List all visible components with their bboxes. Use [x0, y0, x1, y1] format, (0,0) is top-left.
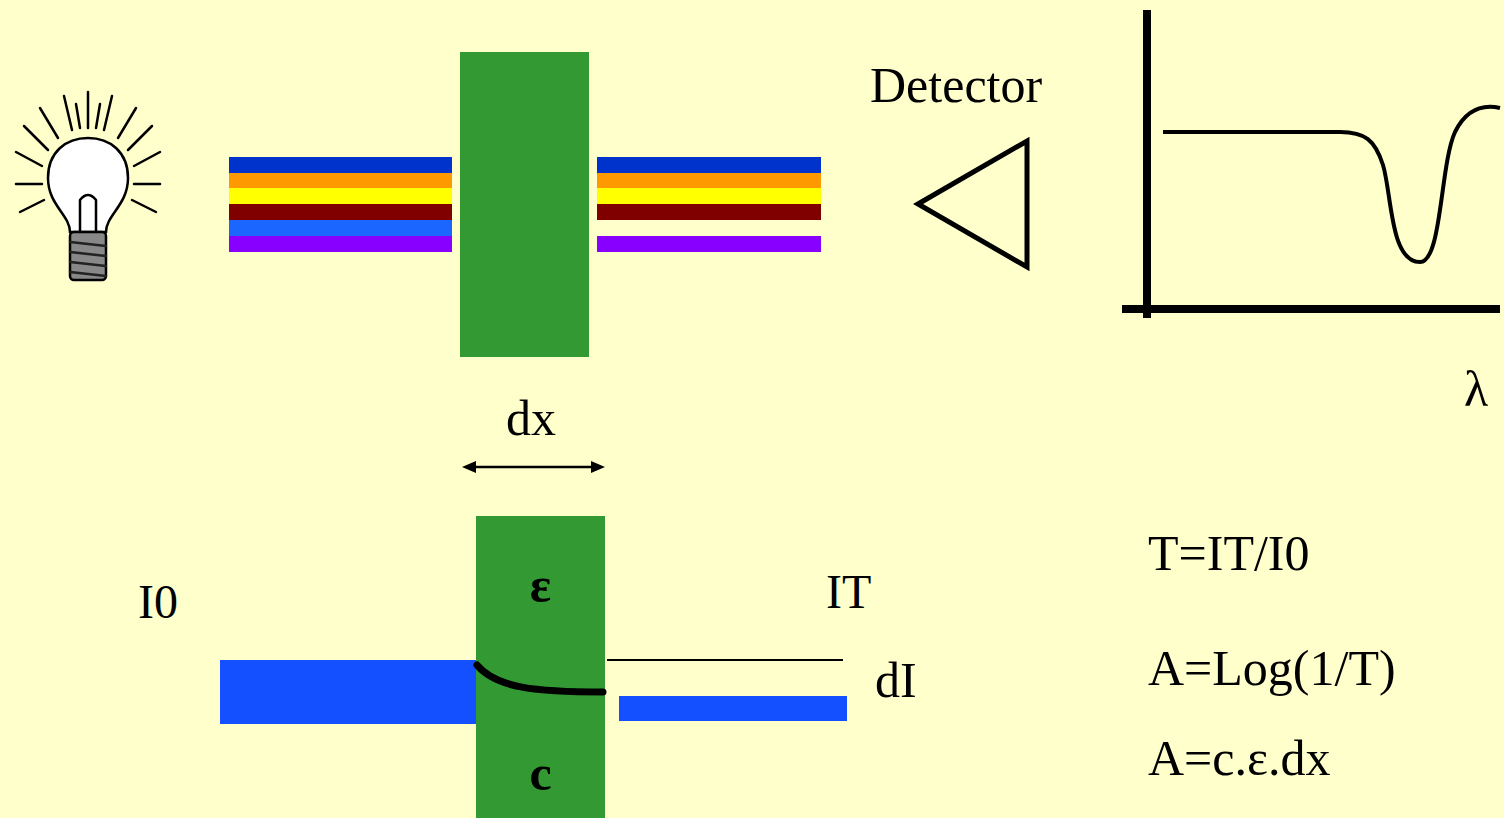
symbol-label: c	[476, 748, 605, 798]
transmitted-beam	[619, 696, 847, 721]
width-arrow	[462, 461, 605, 473]
symbol-label: ε	[476, 560, 605, 610]
intensity-reference-line	[607, 659, 843, 661]
detector: Detector	[870, 55, 1100, 275]
equation: T=IT/I0	[1148, 528, 1309, 578]
intensity-label: I0	[138, 578, 178, 626]
absorbing-sample: εc	[476, 516, 605, 818]
intensity-loss-curve	[477, 665, 603, 692]
intensity-label: dI	[875, 655, 917, 705]
equation: A=c.ε.dx	[1148, 733, 1331, 783]
intensity-label: IT	[826, 568, 871, 616]
axis-label: λ	[1464, 364, 1488, 414]
dimension-label: dx	[506, 393, 556, 443]
detector-label: Detector	[870, 60, 1100, 110]
detector-triangle	[918, 141, 1027, 267]
incident-beam	[220, 660, 477, 724]
transmitted-light-bands	[597, 157, 821, 252]
sample-slab	[460, 52, 589, 357]
light-bulb	[16, 92, 160, 280]
incident-light-bands	[229, 157, 452, 252]
spectrum-graph	[1122, 10, 1500, 318]
equation: A=Log(1/T)	[1148, 643, 1396, 693]
